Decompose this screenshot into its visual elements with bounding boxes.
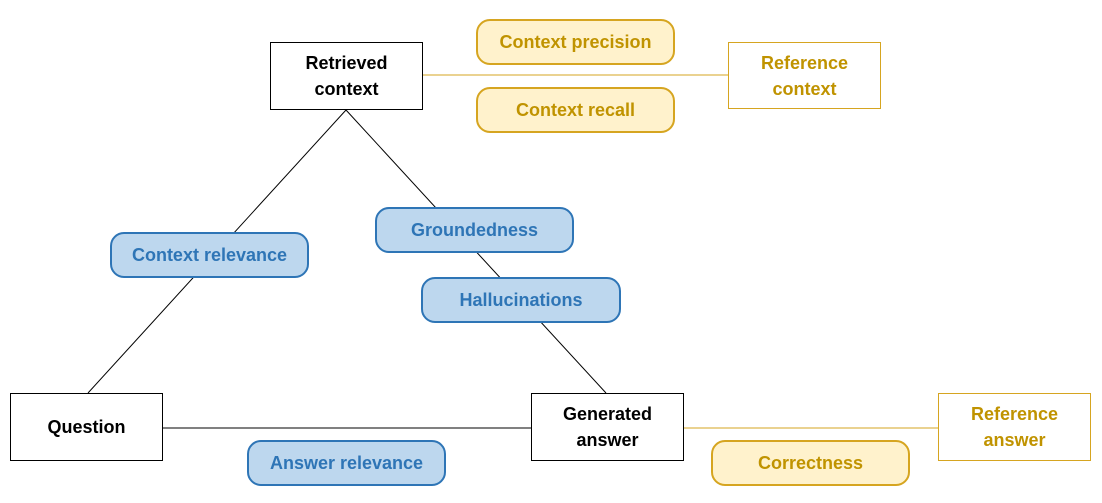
question-node: Question <box>10 393 163 461</box>
hallucinations-metric: Hallucinations <box>421 277 621 323</box>
context-precision-metric: Context precision <box>476 19 675 65</box>
generated-answer-node: Generated answer <box>531 393 684 461</box>
answer-relevance-metric: Answer relevance <box>247 440 446 486</box>
reference-context-node: Reference context <box>728 42 881 109</box>
reference-answer-node: Reference answer <box>938 393 1091 461</box>
groundedness-metric: Groundedness <box>375 207 574 253</box>
correctness-metric: Correctness <box>711 440 910 486</box>
retrieved-context-node: Retrieved context <box>270 42 423 110</box>
context-recall-metric: Context recall <box>476 87 675 133</box>
context-relevance-metric: Context relevance <box>110 232 309 278</box>
